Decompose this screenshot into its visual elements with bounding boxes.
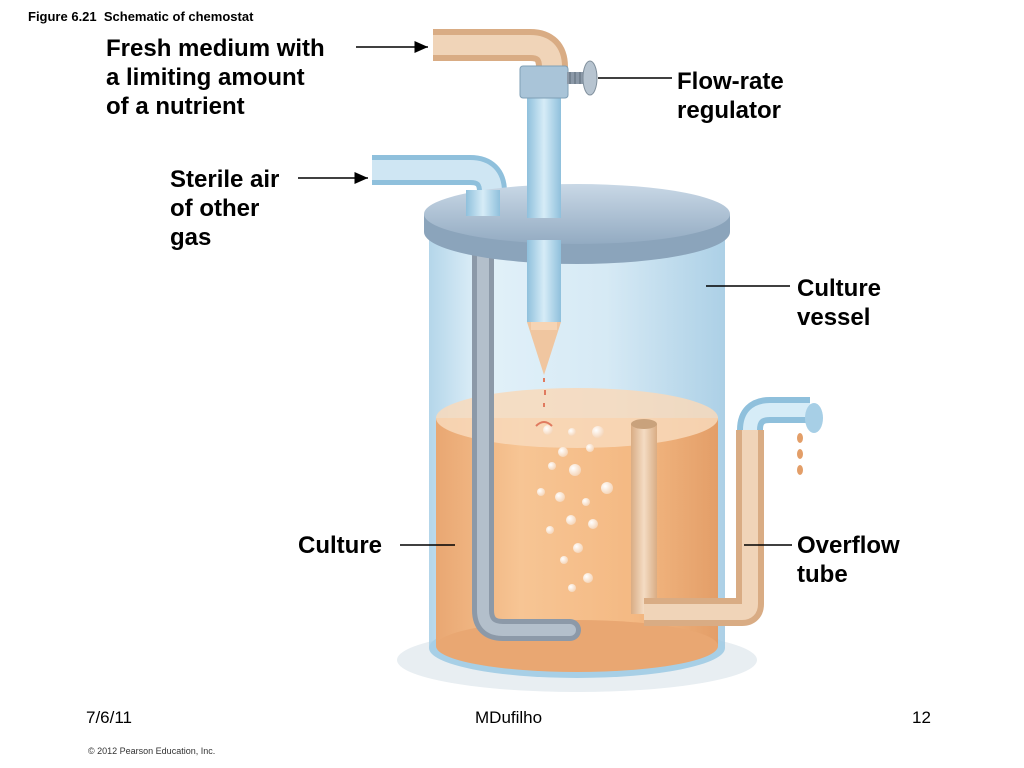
flow-rate-regulator (567, 60, 598, 96)
footer-date: 7/6/11 (86, 708, 133, 727)
figure-title: Figure 6.21 Schematic of chemostat (28, 9, 254, 24)
culture-vessel-label: Culture vessel (797, 275, 881, 331)
overflow-tube-label: Overflow tube (797, 532, 900, 588)
footer-page-number: 12 (912, 708, 931, 727)
sterile-air-label: Sterile air of other gas (170, 166, 280, 251)
culture-label: Culture (298, 532, 382, 559)
air-tube-stub (466, 190, 500, 216)
medium-inlet (433, 29, 569, 99)
air-bubbles (537, 425, 613, 592)
medium-feed-tube (527, 92, 561, 427)
footer-author: MDufilho (475, 708, 543, 727)
copyright: © 2012 Pearson Education, Inc. (88, 746, 216, 756)
vessel-lid (424, 184, 730, 264)
flow-rate-regulator-label: Flow-rate regulator (677, 68, 784, 124)
fresh-medium-label: Fresh medium with a limiting amount of a… (106, 35, 325, 120)
overflow-tube (631, 397, 823, 626)
